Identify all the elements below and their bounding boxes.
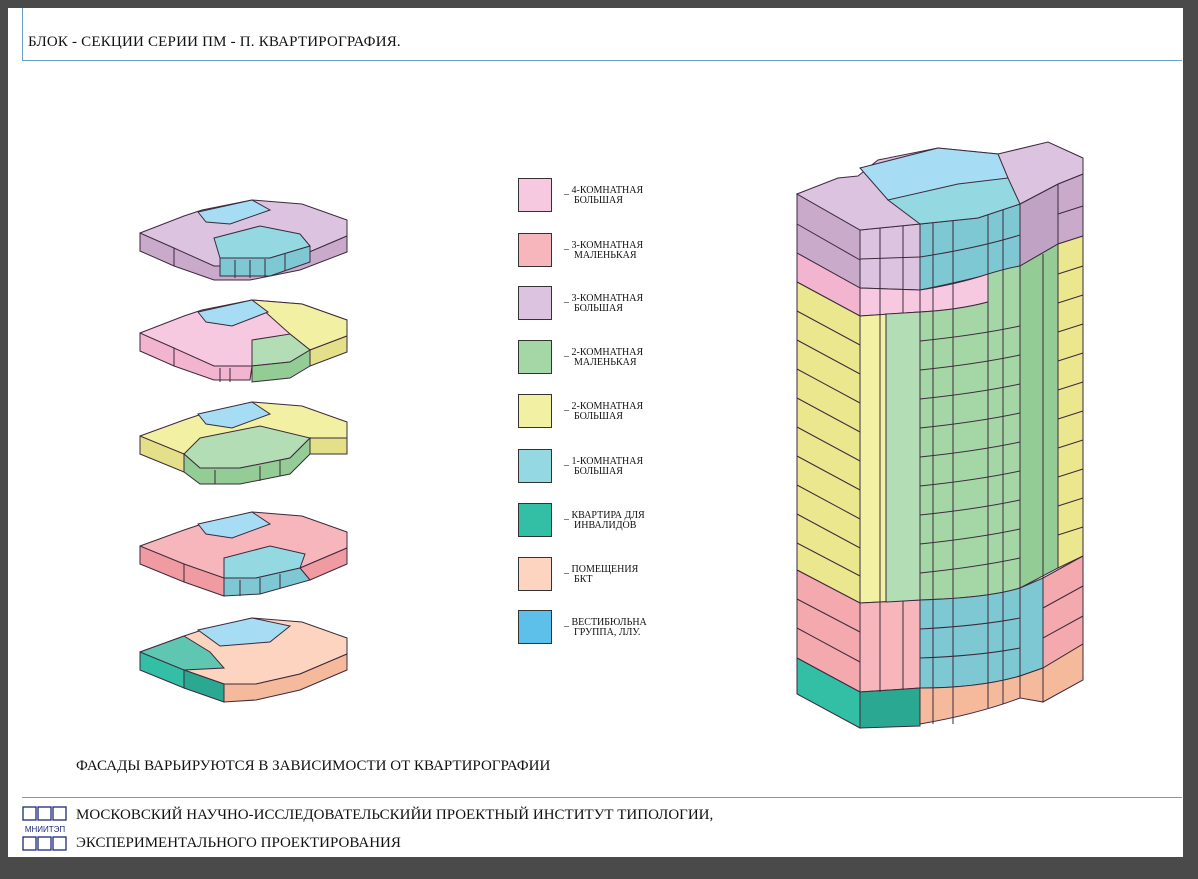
- floor-slab-4: [139, 511, 348, 597]
- legend-sublabel: БКТ: [574, 574, 593, 585]
- page-title: БЛОК - СЕКЦИИ СЕРИИ ПМ - П. КВАРТИРОГРАФ…: [28, 34, 401, 50]
- footer-institute-line-2: ЭКСПЕРИМЕНТАЛЬНОГО ПРОЕКТИРОВАНИЯ: [76, 835, 401, 851]
- footer-institute-line-1: МОСКОВСКИЙ НАУЧНО-ИССЛЕДОВАТЕЛЬСКИЙИ ПРО…: [76, 807, 714, 823]
- header-rule: [22, 60, 1182, 61]
- legend-swatch: [518, 178, 552, 212]
- legend-sublabel: БОЛЬШАЯ: [574, 303, 623, 314]
- floor-slab-5: [139, 617, 348, 703]
- institute-logo: МНИИТЭП: [22, 806, 67, 851]
- legend-swatch: [518, 340, 552, 374]
- tower-axonometric: [795, 141, 1084, 729]
- tower-bay: [859, 223, 921, 729]
- facade-note: ФАСАДЫ ВАРЬИРУЮТСЯ В ЗАВИСИМОСТИ ОТ КВАР…: [76, 758, 551, 774]
- legend-sublabel: ИНВАЛИДОВ: [574, 520, 637, 531]
- legend-label: _ ВЕСТИБЮЛЬНА: [564, 617, 647, 628]
- legend-swatch: [518, 503, 552, 537]
- legend-sublabel: БОЛЬШАЯ: [574, 411, 623, 422]
- legend-label: _ 3-КОМНАТНАЯ: [564, 293, 644, 304]
- floor-slab-3: [139, 401, 348, 485]
- legend-sublabel: МАЛЕНЬКАЯ: [574, 250, 637, 261]
- legend-swatch: [518, 394, 552, 428]
- tower-curved-facade: [919, 203, 1021, 725]
- drawing-sheet: БЛОК - СЕКЦИИ СЕРИИ ПМ - П. КВАРТИРОГРАФ…: [8, 8, 1183, 857]
- legend-label: _ ПОМЕЩЕНИЯ: [564, 564, 639, 575]
- legend-sublabel: БОЛЬШАЯ: [574, 466, 623, 477]
- legend-label: _ 3-КОМНАТНАЯ: [564, 240, 644, 251]
- legend-swatch: [518, 233, 552, 267]
- footer-rule: [22, 797, 1182, 798]
- header-rule-vertical: [22, 8, 23, 61]
- legend-swatch: [518, 557, 552, 591]
- logo-text: МНИИТЭП: [25, 825, 66, 834]
- floor-slab-2: [139, 299, 348, 383]
- floor-slab-1: [139, 199, 348, 281]
- legend-label: _ 1-КОМНАТНАЯ: [564, 456, 644, 467]
- legend-sublabel: МАЛЕНЬКАЯ: [574, 357, 637, 368]
- legend-swatch: [518, 610, 552, 644]
- tower-left-facade: [796, 193, 861, 729]
- legend-label: _ КВАРТИРА ДЛЯ: [564, 510, 645, 521]
- legend-swatch: [518, 286, 552, 320]
- legend-label: _ 4-КОМНАТНАЯ: [564, 185, 644, 196]
- legend-swatch: [518, 449, 552, 483]
- illustration: [139, 141, 1084, 729]
- tower-roof: [795, 141, 1084, 231]
- legend-sublabel: БОЛЬШАЯ: [574, 195, 623, 206]
- tower-right-wing: [1019, 173, 1084, 703]
- legend-label: _ 2-КОМНАТНАЯ: [564, 347, 644, 358]
- legend-label: _ 2-КОМНАТНАЯ: [564, 401, 644, 412]
- legend-sublabel: ГРУППА, ЛЛУ.: [574, 627, 641, 638]
